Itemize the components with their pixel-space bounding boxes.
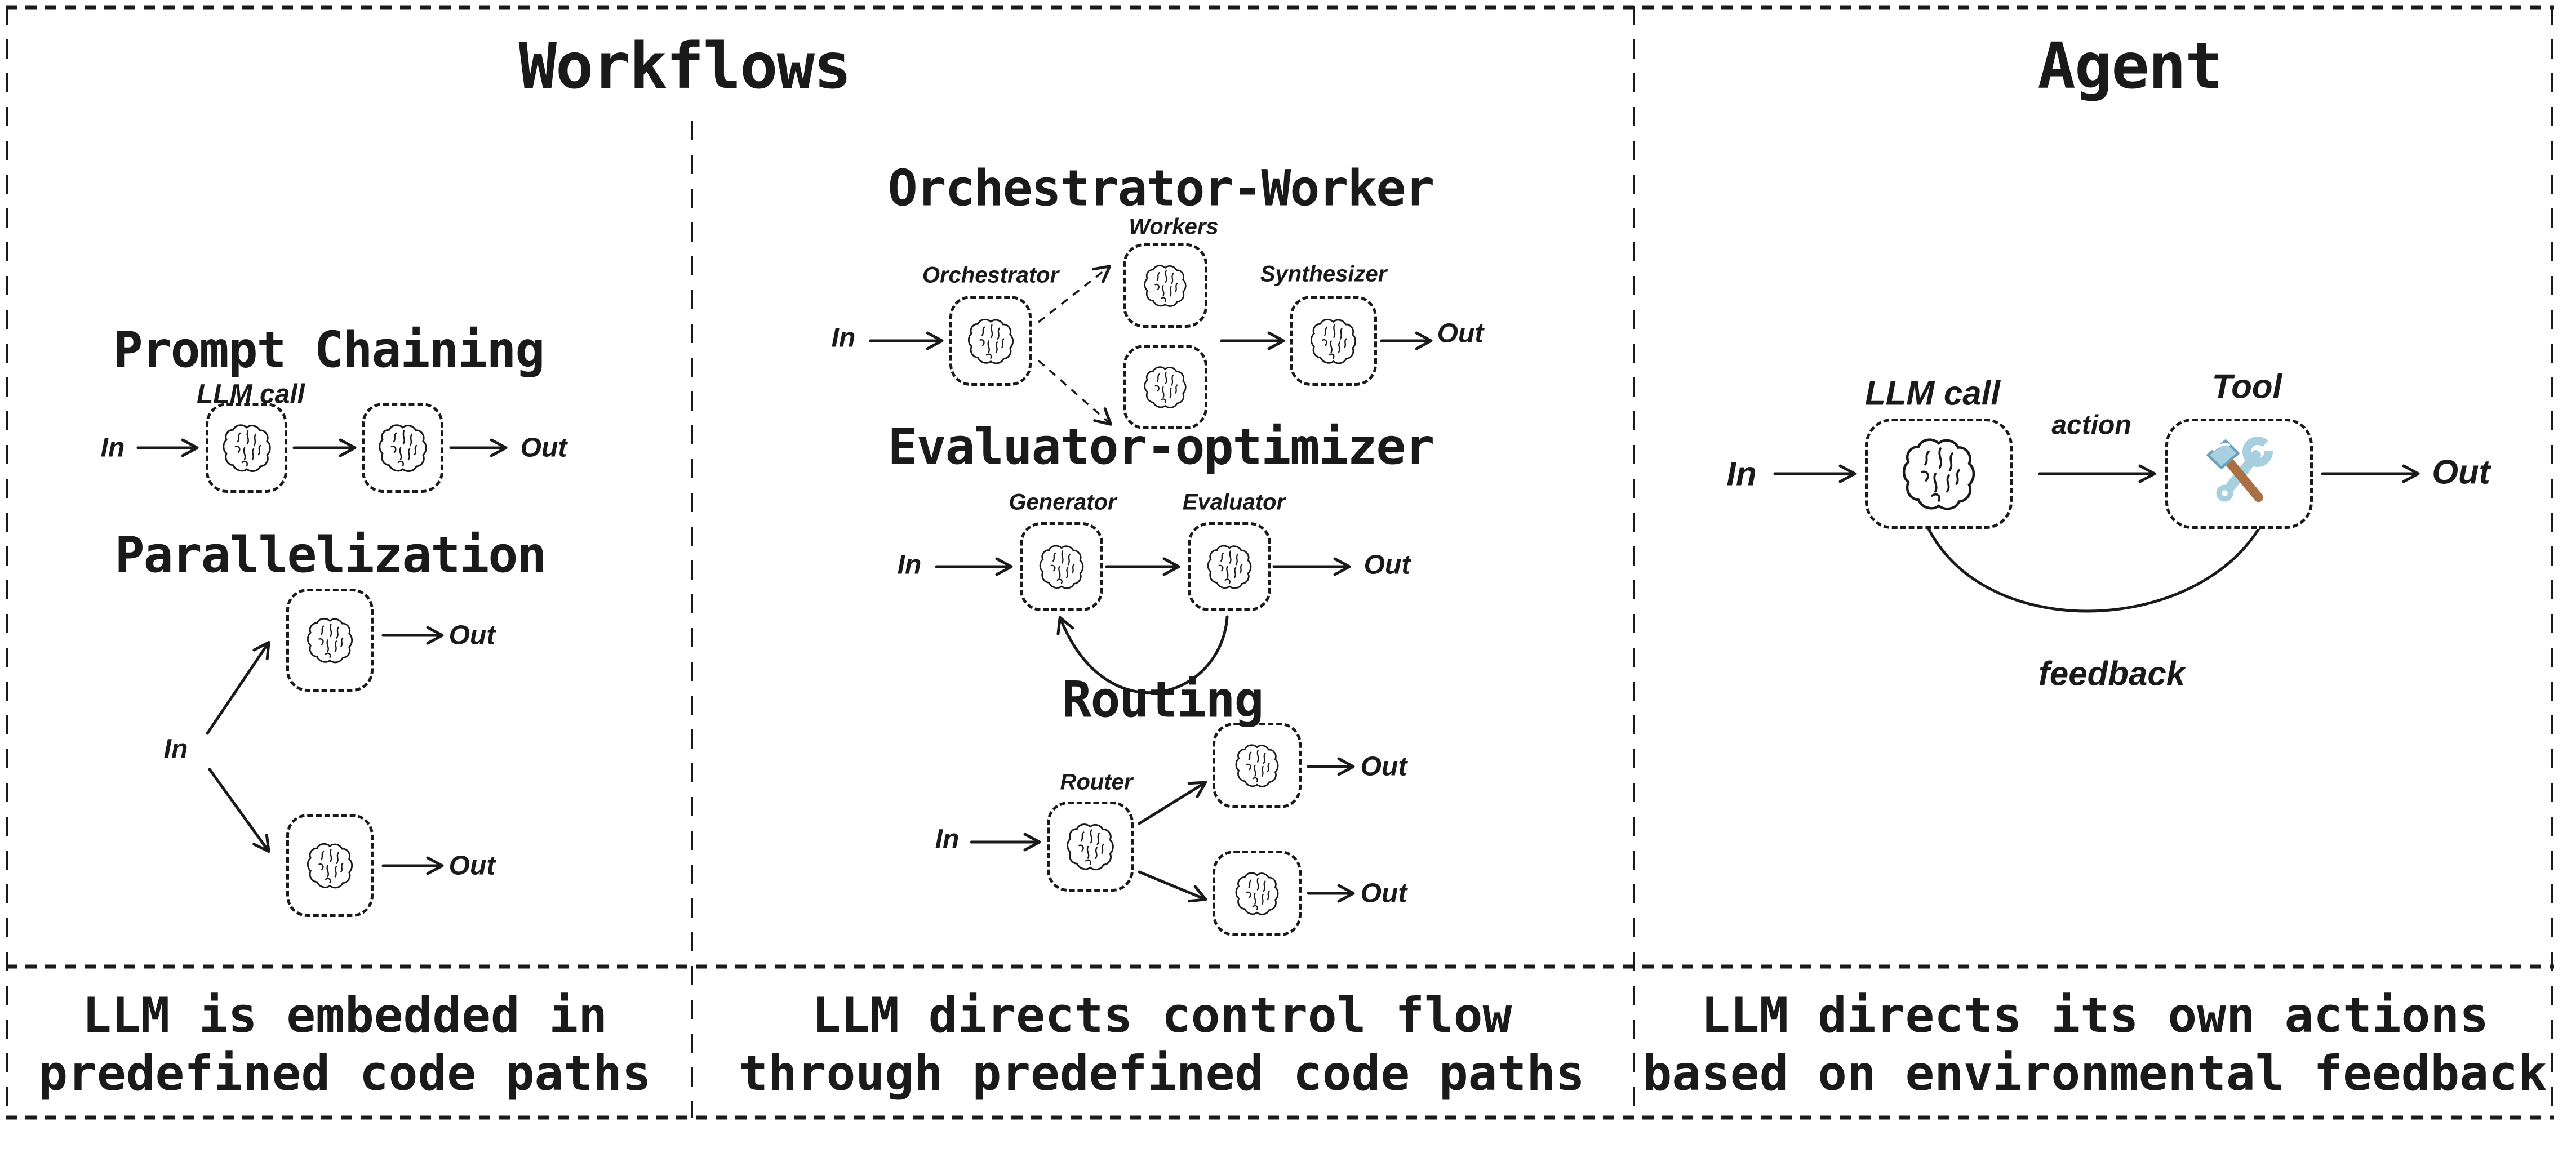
in-label: In bbox=[100, 433, 125, 463]
brain-icon bbox=[303, 613, 357, 667]
out-label: Out bbox=[1360, 878, 1407, 909]
out-label: Out bbox=[448, 851, 496, 881]
evaluator-node bbox=[1188, 522, 1271, 611]
synthesizer-label: Synthesizer bbox=[1260, 261, 1387, 287]
feedback-label: feedback bbox=[2038, 655, 2186, 693]
caption-workflows-col1: LLM is embedded in predefined code paths bbox=[38, 987, 651, 1103]
llm-node bbox=[286, 589, 374, 692]
agent-title: Agent bbox=[2037, 30, 2223, 103]
brain-icon bbox=[1063, 819, 1118, 874]
caption-agent: LLM directs its own actions based on env… bbox=[1642, 987, 2547, 1103]
worker-node bbox=[1123, 345, 1207, 429]
out-label: Out bbox=[520, 433, 567, 463]
prompt-chaining-heading: Prompt Chaining bbox=[113, 320, 545, 379]
llm-call-label: LLM call bbox=[196, 379, 305, 409]
brain-icon bbox=[1307, 314, 1360, 368]
orchestrator-label: Orchestrator bbox=[922, 262, 1059, 288]
route-target-node bbox=[1213, 851, 1302, 936]
caption-line: based on environmental feedback bbox=[1642, 1045, 2547, 1102]
route-target-node bbox=[1213, 723, 1302, 808]
brain-icon bbox=[1140, 362, 1190, 412]
out-label: Out bbox=[1360, 751, 1407, 782]
out-label: Out bbox=[2432, 453, 2490, 491]
brain-icon bbox=[1897, 431, 1981, 516]
out-label: Out bbox=[1363, 550, 1411, 580]
orchestrator-worker-heading: Orchestrator-Worker bbox=[887, 159, 1435, 217]
routing-heading: Routing bbox=[1062, 670, 1264, 729]
router-node bbox=[1047, 802, 1134, 892]
caption-workflows-col2: LLM directs control flow through predefi… bbox=[739, 987, 1585, 1103]
brain-icon bbox=[1203, 541, 1255, 593]
generator-node bbox=[1020, 522, 1103, 611]
hammer-wrench-icon bbox=[2197, 431, 2281, 516]
out-label: Out bbox=[448, 620, 496, 651]
action-label: action bbox=[2051, 410, 2131, 440]
caption-line: LLM is embedded in bbox=[82, 987, 607, 1044]
llm-call-label: LLM call bbox=[1864, 374, 2001, 412]
in-label: In bbox=[897, 550, 922, 580]
caption-line: predefined code paths bbox=[38, 1045, 651, 1102]
workers-label: Workers bbox=[1129, 214, 1219, 239]
in-label: In bbox=[935, 824, 960, 854]
evaluator-optimizer-heading: Evaluator-optimizer bbox=[887, 417, 1435, 476]
brain-icon bbox=[964, 314, 1018, 368]
brain-icon bbox=[303, 839, 357, 892]
llm-node bbox=[286, 814, 374, 917]
agent-tool-node bbox=[2165, 419, 2313, 529]
tool-label: Tool bbox=[2211, 367, 2282, 406]
parallelization-heading: Parallelization bbox=[114, 526, 547, 584]
worker-node bbox=[1123, 243, 1207, 328]
brain-icon bbox=[375, 420, 431, 476]
caption-line: LLM directs control flow bbox=[811, 987, 1512, 1044]
in-label: In bbox=[1726, 455, 1757, 493]
brain-icon bbox=[1140, 261, 1190, 310]
brain-icon bbox=[1232, 740, 1282, 791]
workflows-title: Workflows bbox=[518, 30, 852, 103]
synthesizer-node bbox=[1290, 296, 1377, 386]
llm-node bbox=[206, 403, 287, 493]
in-label: In bbox=[831, 323, 856, 353]
brain-icon bbox=[1036, 541, 1087, 593]
router-label: Router bbox=[1060, 769, 1133, 795]
brain-icon bbox=[1232, 868, 1282, 919]
generator-label: Generator bbox=[1009, 489, 1117, 515]
agent-llm-node bbox=[1865, 419, 2013, 529]
brain-icon bbox=[219, 420, 275, 476]
out-label: Out bbox=[1437, 318, 1484, 349]
llm-node bbox=[362, 403, 443, 493]
caption-line: through predefined code paths bbox=[739, 1045, 1585, 1102]
in-label: In bbox=[163, 734, 188, 764]
caption-line: LLM directs its own actions bbox=[1701, 987, 2489, 1044]
orchestrator-node bbox=[949, 296, 1032, 386]
evaluator-label: Evaluator bbox=[1182, 489, 1286, 515]
